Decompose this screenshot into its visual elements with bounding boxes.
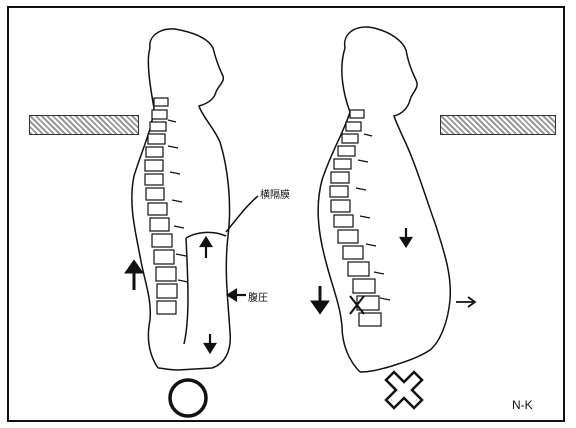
diaphragm-label: 横隔膜 bbox=[260, 186, 290, 201]
cross-icon bbox=[386, 372, 422, 408]
left-diaphragm-pointer bbox=[226, 196, 258, 232]
left-spine bbox=[145, 98, 188, 314]
left-abdomen-wall bbox=[184, 238, 188, 344]
left-caption-box bbox=[29, 115, 139, 135]
right-spine bbox=[330, 110, 390, 326]
credit-text: N-K bbox=[512, 398, 533, 412]
right-caption-box bbox=[440, 115, 556, 135]
abdominal-pressure-label: 腹圧 bbox=[248, 289, 268, 304]
circle-icon bbox=[170, 380, 206, 416]
left-arrows bbox=[127, 262, 141, 290]
